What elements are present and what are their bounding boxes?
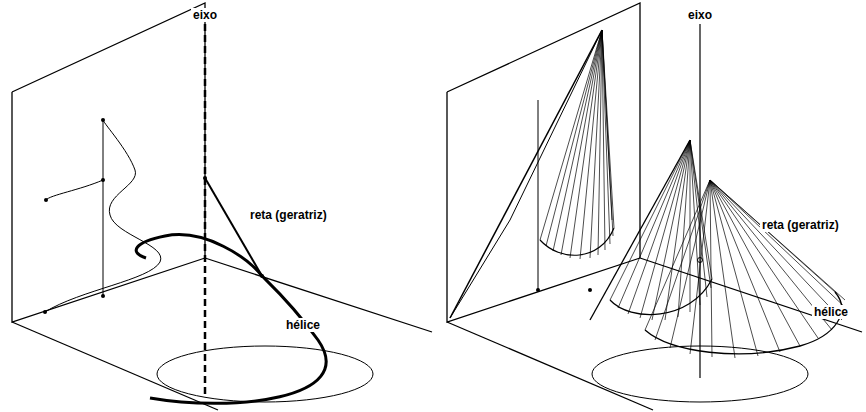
figure-label: hélice [284, 318, 322, 332]
helix-curve [136, 235, 326, 404]
base-ellipse [157, 346, 373, 402]
planes-left [12, 3, 432, 410]
figure-label: eixo [686, 8, 714, 22]
points [536, 258, 703, 293]
planes-right [447, 3, 862, 410]
figure-label: hélice [812, 305, 850, 319]
generator-line [205, 178, 262, 276]
figure-label: reta (geratriz) [760, 218, 841, 232]
points [43, 118, 264, 314]
projection-axis [103, 120, 104, 296]
figure-label: eixo [191, 8, 219, 22]
figure-label: reta (geratriz) [248, 208, 329, 222]
projection-axis [538, 100, 539, 290]
projection-curve [45, 120, 161, 312]
ruled-surface [450, 30, 848, 358]
axis-line [204, 24, 207, 396]
